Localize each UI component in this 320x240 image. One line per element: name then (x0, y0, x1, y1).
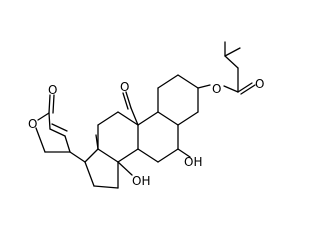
c14-hydroxyl-label: OH (132, 174, 150, 188)
aldehyde-oxygen-label: O (120, 80, 129, 94)
ester-group (197, 41, 256, 95)
ring-c (97, 111, 139, 163)
c14-oh-bond (117, 161, 133, 176)
carbonyl-oxygen-label: O (255, 77, 264, 91)
c5-oh-bond (177, 148, 191, 158)
lactone-ring-oxygen-label: O (28, 117, 37, 131)
c5-hydroxyl-label: OH (184, 155, 202, 169)
structure-canvas: O O O O O OH OH (28, 41, 265, 189)
lactone-carbonyl-oxygen-label: O (48, 83, 57, 97)
butenolide-ring (35, 94, 86, 163)
ring-d (84, 148, 119, 189)
aldehyde-group (122, 91, 139, 126)
molecule-structure: O O O O O OH OH (28, 41, 264, 189)
ester-oxygen-label: O (212, 82, 221, 96)
ring-b (137, 111, 179, 163)
methyl-bond (95, 134, 99, 150)
ring-a (157, 74, 199, 126)
